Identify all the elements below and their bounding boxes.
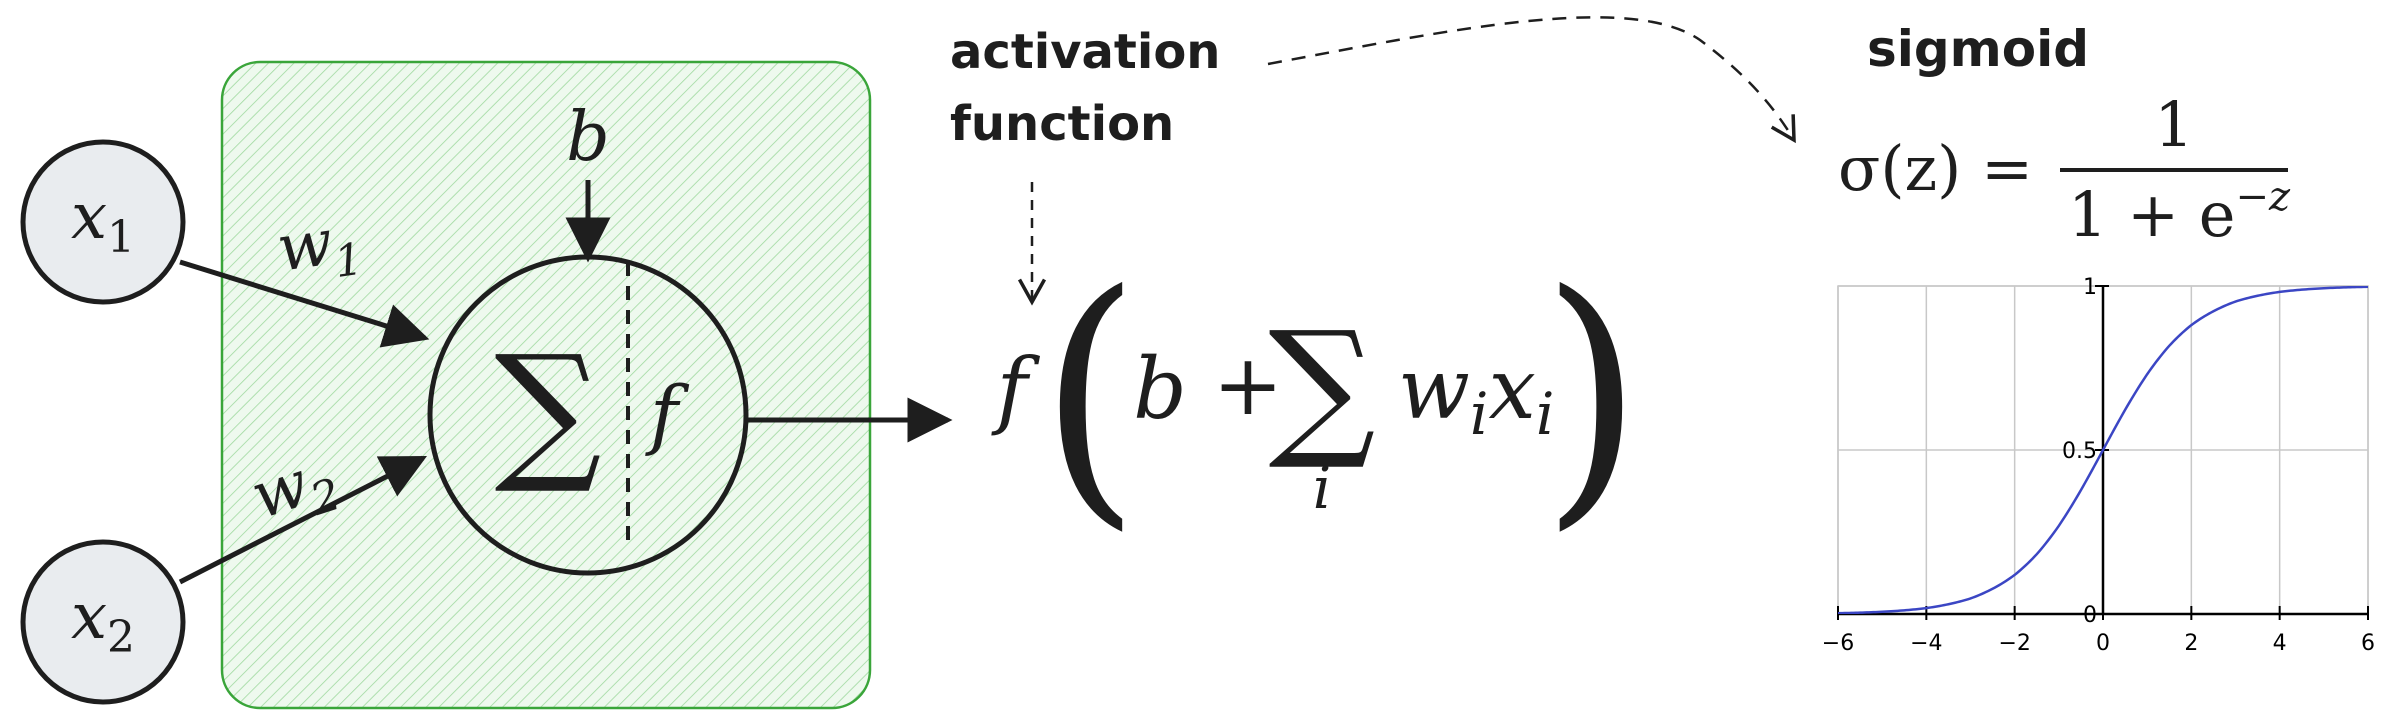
input-x2-subscript: 2 [107,612,135,663]
svg-text:x1: x1 [71,180,135,263]
y-tick-label-2: 1 [2083,275,2097,300]
x-tick-label-0: −6 [1822,631,1854,656]
formula-close-paren: ) [1541,236,1642,553]
formula-terms: wixi [1398,340,1554,448]
sigmoid-chart: −6 −4 −2 0 2 4 6 0 0.5 1 [1822,275,2375,656]
input-node-x1: x1 [20,139,186,305]
input-x1-label: x [71,180,107,254]
sigmoid-numerator: 1 [2154,88,2193,161]
input-x1-subscript: 1 [107,212,135,263]
neuron-formula: f ( b + ∑ i wixi ) [990,236,1642,553]
annotation-line2: function [950,96,1174,152]
sigmoid-title: sigmoid [1867,20,2089,78]
input-node-x2: x2 [20,539,186,705]
edge-x2-to-neuron [178,455,428,585]
annotation-arrow-to-sigmoid [1267,16,1796,144]
x-tick-label-1: −4 [1910,631,1942,656]
x-tick-label-6: 6 [2361,631,2375,656]
formula-sum-index: i [1313,454,1332,522]
formula-x-sub: i [1536,380,1555,448]
sigmoid-denominator: 1 + e−z [2068,174,2291,251]
x-tick-label-5: 4 [2273,631,2287,656]
formula-b: b [1133,340,1187,438]
sigmoid-denominator-exp: −z [2236,174,2292,220]
sigmoid-lhs: σ(z) = [1838,132,2033,205]
weight-w1-label: w [273,206,338,287]
x-tick-label-4: 2 [2184,631,2198,656]
sigmoid-curve [1838,286,2368,614]
edge-x1-to-neuron [179,259,430,348]
x-tick-label-3: 0 [2096,631,2110,656]
svg-text:x2: x2 [71,580,135,663]
weight-w1: w1 [273,202,367,296]
annotation-line1: activation [950,24,1220,80]
formula-w-sub: i [1470,380,1489,448]
formula-w: w [1398,340,1470,438]
formula-open-paren: ( [1039,236,1140,553]
y-tick-label-0: 0 [2083,603,2097,628]
formula-f: f [990,340,1040,438]
sigmoid-denominator-base: 1 + e [2068,178,2236,251]
neuron-sum-symbol: ∑ [494,324,601,498]
input-x2-label: x [71,580,107,654]
sigmoid-definition: sigmoid σ(z) = 1 1 + e−z [1838,20,2291,251]
x-tick-label-2: −2 [1998,631,2030,656]
formula-x: x [1488,340,1535,438]
bias-label: b [566,98,610,177]
neuron-box [220,60,872,710]
formula-sum: ∑ [1268,300,1375,474]
formula-plus: + [1213,336,1283,434]
y-tick-label-1: 0.5 [2062,439,2097,464]
